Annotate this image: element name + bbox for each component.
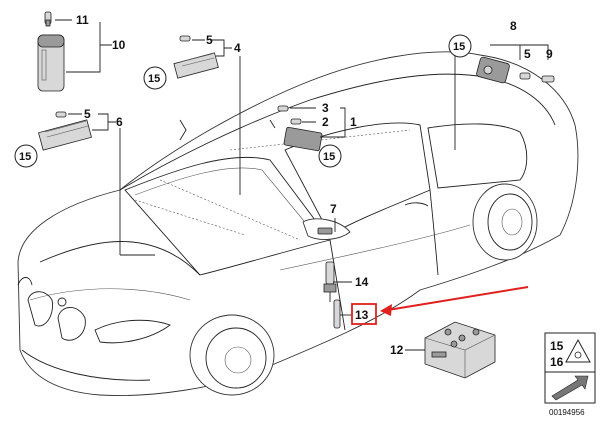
- reference-number: 00194956: [549, 408, 585, 417]
- circle-15-a: 15: [143, 66, 167, 90]
- roofline: [119, 73, 556, 191]
- warning-triangle-icon: [565, 338, 591, 363]
- label-5-right: 5: [524, 47, 531, 61]
- label-12: 12: [390, 343, 404, 357]
- circle-15-c: 15: [318, 144, 342, 168]
- label-6: 6: [116, 115, 123, 129]
- label-14: 14: [355, 275, 369, 289]
- front-side-window: [284, 122, 431, 236]
- part-4-lamp: [173, 35, 219, 79]
- label-8: 8: [510, 19, 517, 33]
- part-6-lamp: [38, 111, 92, 151]
- headlight: [94, 319, 171, 344]
- logo-badge: [57, 297, 67, 307]
- part-8-lamp: [476, 56, 555, 84]
- part-14-holder: [323, 261, 337, 302]
- mirror-left: [179, 119, 187, 141]
- legend-box: 15 16: [544, 332, 596, 404]
- grille-left: [27, 291, 53, 327]
- part-12-kit: [424, 321, 496, 379]
- grille-right: [57, 307, 86, 341]
- svg-text:15: 15: [453, 41, 465, 53]
- front-wheel-arch: [189, 314, 275, 396]
- label-3: 3: [322, 101, 329, 115]
- door-handle: [404, 202, 429, 207]
- circle-15-b: 15: [14, 144, 38, 168]
- label-5-top: 5: [206, 33, 213, 47]
- rear-side-window: [427, 123, 528, 189]
- door-front-line: [329, 239, 346, 331]
- label-11: 11: [76, 13, 89, 27]
- bumper: [21, 349, 151, 381]
- label-13: 13: [355, 308, 369, 322]
- front-wheel: [205, 327, 267, 389]
- svg-text:15: 15: [19, 151, 31, 163]
- label-5-left: 5: [84, 107, 91, 121]
- rear-wheel: [487, 193, 533, 251]
- label-7: 7: [330, 202, 337, 216]
- rear-wheel-arch: [472, 183, 538, 261]
- svg-text:15: 15: [323, 151, 335, 163]
- label-10: 10: [112, 38, 126, 52]
- part-1-lamp: [277, 105, 323, 152]
- door-rear-line: [429, 189, 439, 276]
- highlight-box: [351, 303, 377, 325]
- label-2: 2: [322, 115, 329, 129]
- part-7-lamp: [317, 227, 333, 235]
- part-13-bulb: [333, 299, 341, 329]
- part-11-bulb: [44, 11, 52, 27]
- car-silhouette: [17, 51, 579, 396]
- legend-16: 16: [550, 355, 564, 369]
- label-1: 1: [350, 115, 357, 129]
- svg-text:15: 15: [148, 73, 160, 85]
- part-10-light-housing: [37, 34, 65, 92]
- label-4: 4: [234, 41, 241, 55]
- windshield: [124, 156, 331, 276]
- leader-lines: [55, 19, 549, 351]
- legend-15: 15: [550, 339, 564, 353]
- arrow-icon: [551, 375, 589, 401]
- highlight-arrow: [380, 286, 529, 316]
- label-9: 9: [546, 47, 553, 61]
- circle-15-d: 15: [448, 34, 472, 58]
